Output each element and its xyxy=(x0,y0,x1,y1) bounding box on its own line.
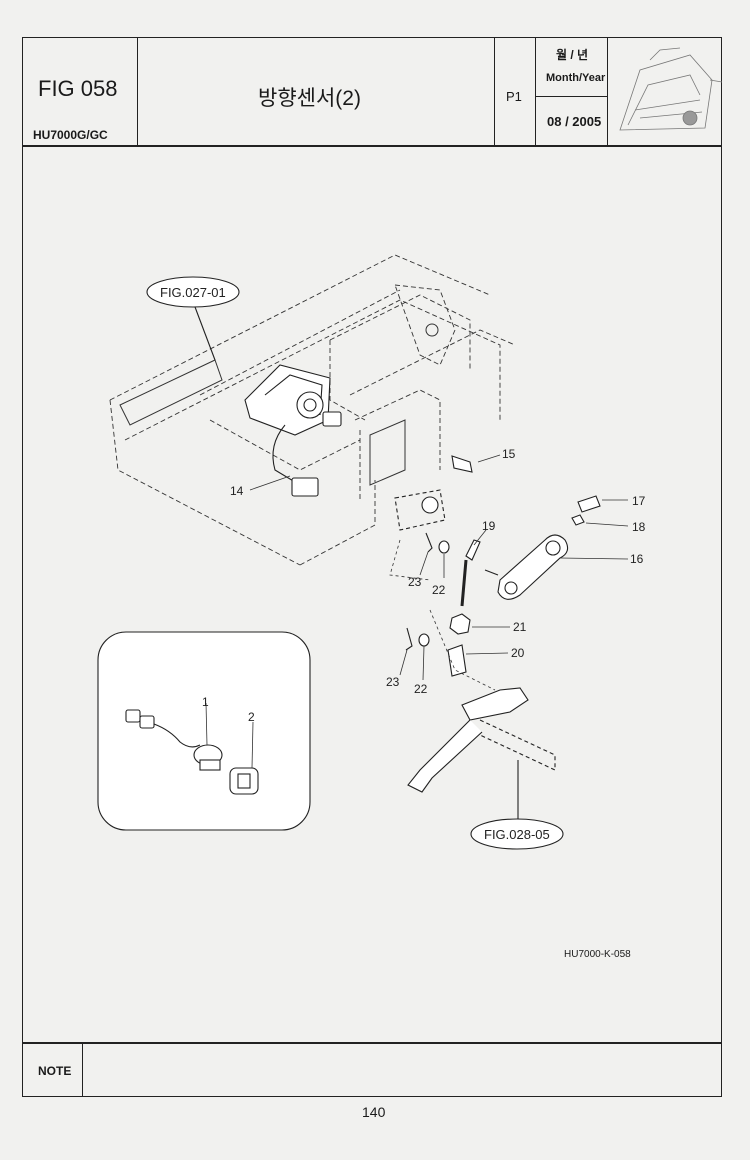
callout-number: 17 xyxy=(632,494,646,508)
callout-number: 2 xyxy=(248,710,255,724)
header-divider xyxy=(535,96,607,98)
note-top-rule xyxy=(22,1042,722,1044)
callout-number: 18 xyxy=(632,520,646,534)
note-divider xyxy=(82,1042,84,1097)
callout-number: 23 xyxy=(408,575,422,589)
month-year-label-en: Month/Year xyxy=(546,72,606,84)
header-divider xyxy=(137,37,139,145)
month-year-label-ko: 월 / 년 xyxy=(556,48,589,62)
page-number: 140 xyxy=(362,1104,386,1120)
callout-number: 22 xyxy=(414,682,428,696)
note-label: NOTE xyxy=(38,1064,72,1078)
header-divider xyxy=(494,37,496,145)
direction-sensor-assembly xyxy=(244,364,342,497)
linkage-parts xyxy=(394,455,601,793)
header-bottom-rule xyxy=(22,145,722,147)
callout-number: 15 xyxy=(502,447,516,461)
page-label: P1 xyxy=(506,89,522,104)
reference-label: FIG.027-01 xyxy=(160,285,226,300)
reference-bubble-fig-027 xyxy=(146,276,240,361)
figure-number: FIG 058 xyxy=(38,76,118,101)
header-divider xyxy=(535,37,537,145)
callout-number: 21 xyxy=(513,620,527,634)
machine-thumbnail xyxy=(619,47,723,131)
page-frame xyxy=(22,37,722,1097)
callout-number: 1 xyxy=(202,695,209,709)
header-divider xyxy=(607,37,609,145)
callout-number: 16 xyxy=(630,552,644,566)
callout-number: 22 xyxy=(432,583,446,597)
callout-number: 20 xyxy=(511,646,525,660)
reference-label: FIG.028-05 xyxy=(484,827,550,842)
inset-detail-box xyxy=(97,631,311,831)
drawing-code: HU7000-K-058 xyxy=(564,949,631,960)
callout-number: 19 xyxy=(482,519,496,533)
month-year-value: 08 / 2005 xyxy=(547,114,602,129)
callout-number: 14 xyxy=(230,484,244,498)
model-code: HU7000G/GC xyxy=(33,128,108,142)
chassis-frame xyxy=(109,254,516,566)
callout-number: 23 xyxy=(386,675,400,689)
page-title: 방향센서(2) xyxy=(258,87,361,110)
reference-bubble-fig-028 xyxy=(470,760,564,850)
